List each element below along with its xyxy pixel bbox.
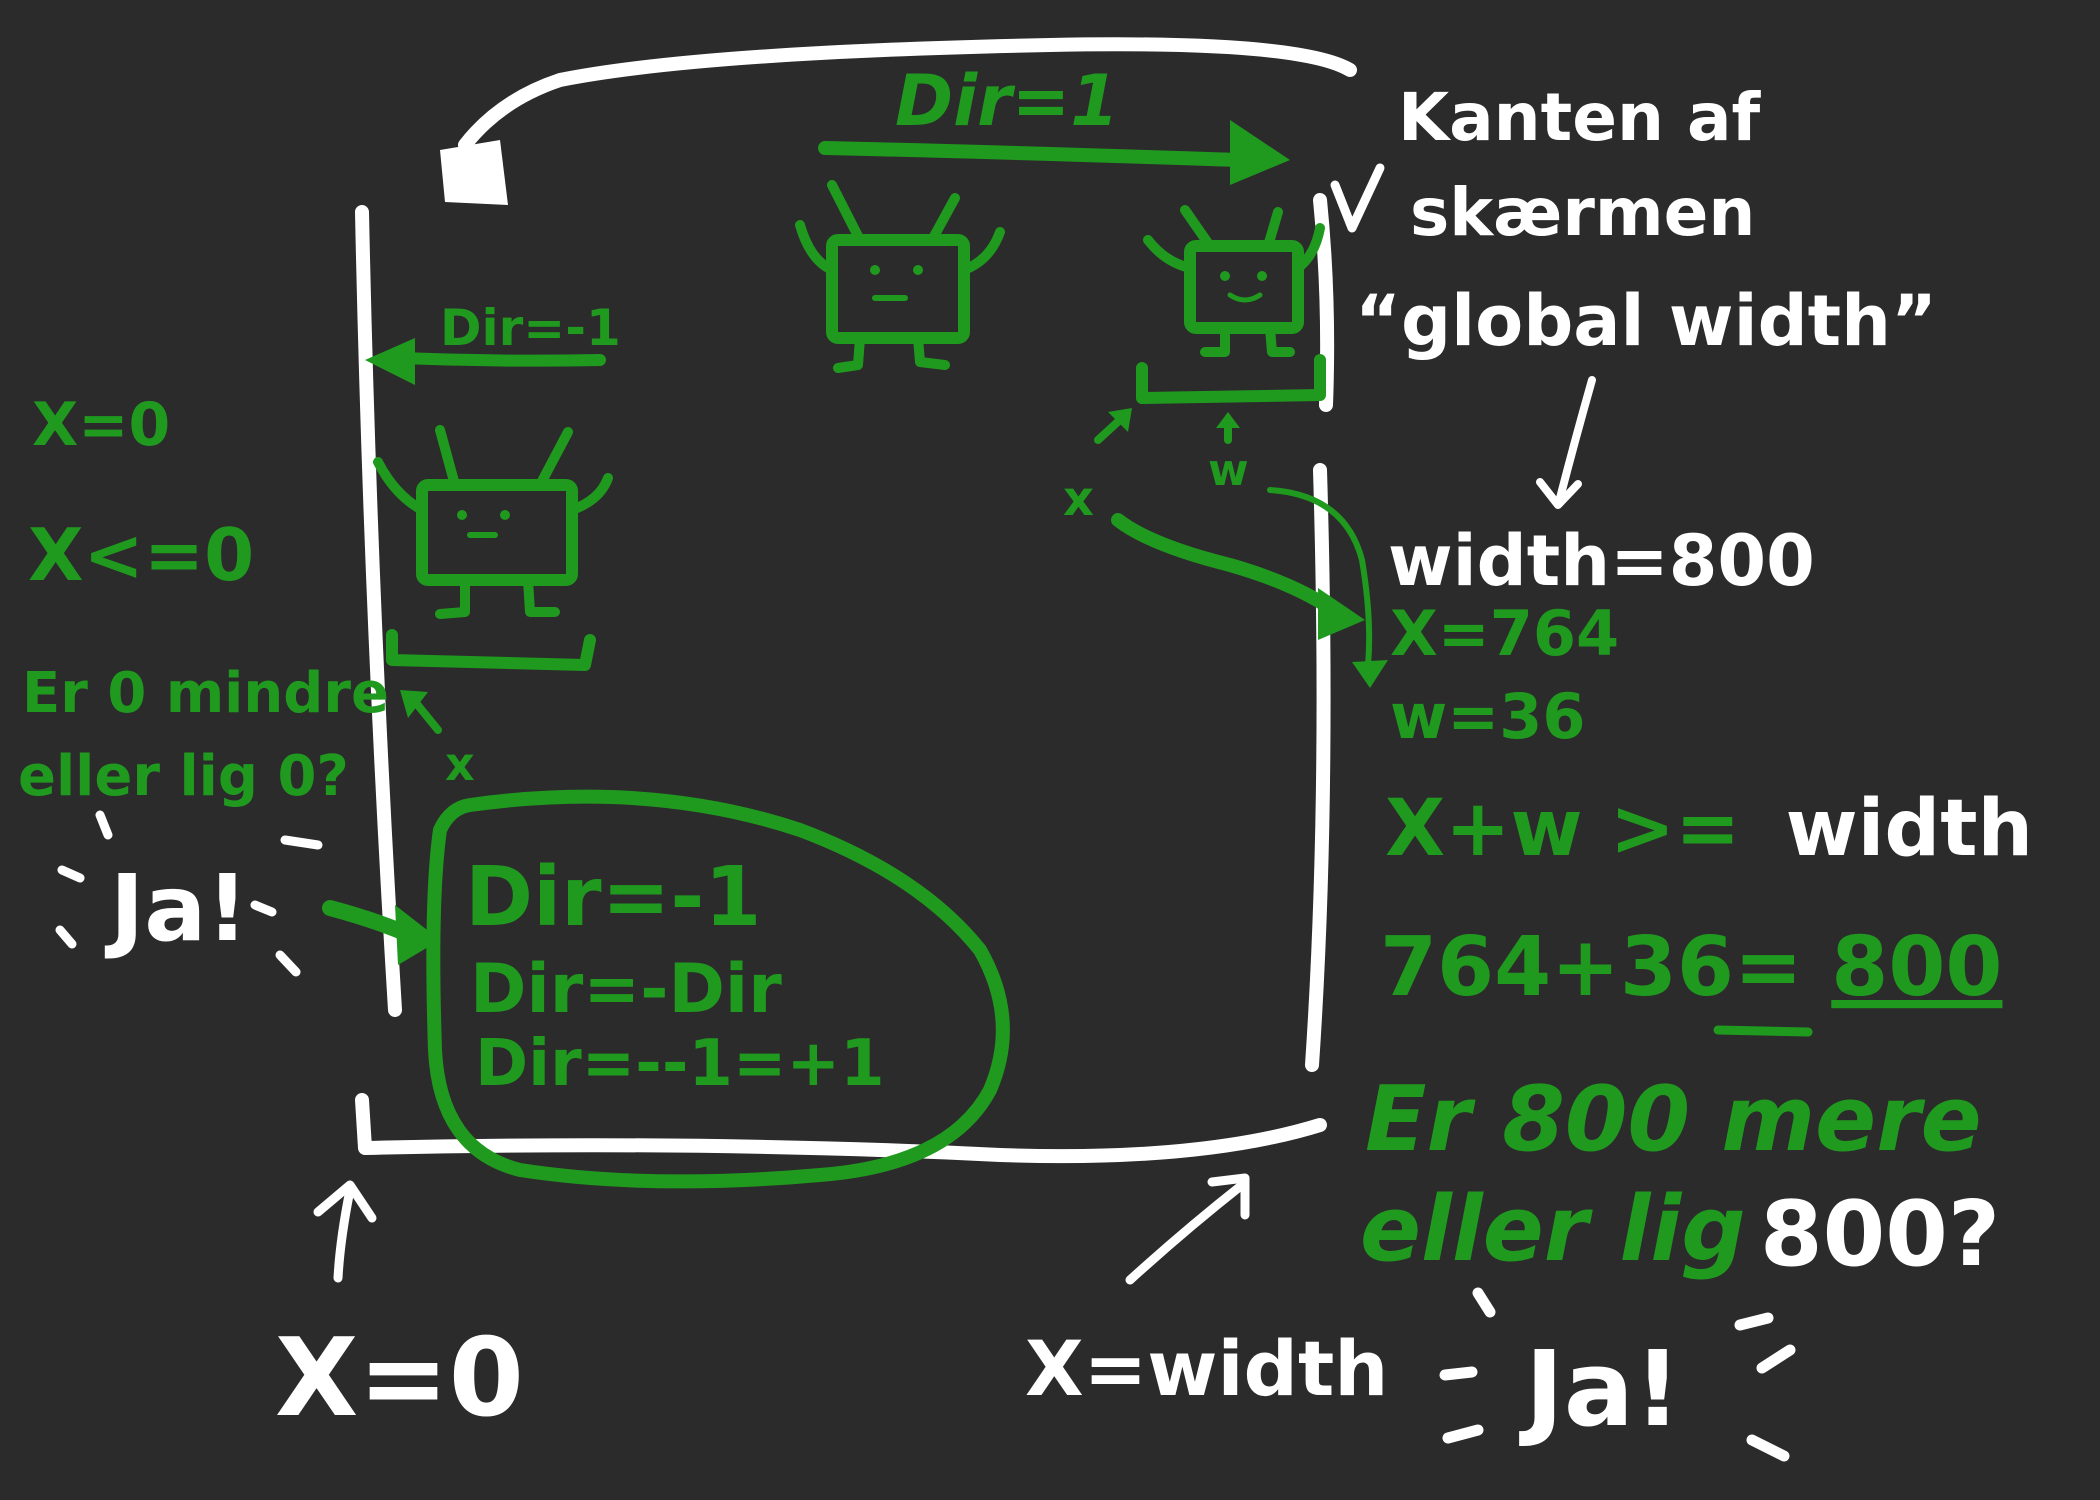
box-line1: Dir=-1 (465, 850, 761, 945)
dir-right-label: Dir=1 (895, 60, 1119, 142)
sprite-left-x-label: x (445, 737, 475, 791)
x-pointer-arrow (1111, 513, 1365, 640)
calc-result-underline (1713, 1025, 1813, 1037)
edge-label-line2: skærmen (1410, 174, 1755, 251)
sprite-right-x-label: x (1063, 471, 1094, 527)
edge-label-line3: “global width” (1355, 280, 1937, 362)
x-eq-zero-label: X=0 (32, 390, 170, 460)
wrap-around-arrow (440, 37, 1357, 205)
width-eq-label: width=800 (1388, 520, 1815, 602)
right-answer-sparkles (1439, 1287, 1796, 1462)
right-answer: Ja! (1519, 1328, 1681, 1450)
left-answer-sparkles (55, 810, 323, 977)
sprite-right-w-label: w (1208, 445, 1249, 496)
x-zero-bottom-label: X=0 (275, 1316, 524, 1441)
direction-rule-box (426, 789, 1010, 1189)
dir-left-arrow (365, 338, 606, 385)
calc-prefix: 764+36= (1380, 920, 1803, 1015)
edge-check-mark (1330, 163, 1385, 233)
box-line3: Dir=--1=+1 (475, 1027, 885, 1101)
right-question-value: 800? (1760, 1182, 2000, 1287)
x-width-arrow (1125, 1173, 1250, 1285)
condition-line: X+w >= width (1385, 784, 2033, 874)
w-pointer-arrow (1267, 487, 1388, 688)
calc-line: 764+36= 800 (1380, 920, 2002, 1015)
x-le-zero-label: X<=0 (28, 513, 254, 597)
left-answer: Ja! (104, 855, 248, 962)
dir-left-label: Dir=-1 (440, 299, 621, 357)
x-value-label: X=764 (1390, 597, 1619, 670)
edge-label-line1: Kanten af (1398, 79, 1761, 156)
sprite-right-x-arrow (1094, 408, 1132, 444)
sprite-right-w-arrow (1216, 412, 1240, 444)
left-question-line1: Er 0 mindre (22, 661, 389, 726)
w-value-label: w=36 (1390, 680, 1586, 753)
condition-width: width (1786, 784, 2033, 874)
left-question-line2: eller lig 0? (18, 744, 349, 809)
right-question-line2: eller lig (1360, 1177, 1746, 1282)
sprite-left-x-arrow (400, 690, 442, 734)
right-question-line1: Er 800 mere (1365, 1067, 1982, 1172)
x-width-bottom-label: X=width (1025, 1324, 1388, 1413)
condition-expression: X+w >= (1385, 784, 1740, 874)
left-answer-arrow (322, 900, 440, 965)
global-width-arrow (1536, 376, 1596, 509)
x-zero-arrow (313, 1180, 377, 1283)
sprite-top-right (1136, 205, 1326, 404)
sprite-top-middle (795, 180, 1005, 373)
calc-result: 800 (1831, 920, 2002, 1015)
dir-right-arrow (818, 120, 1290, 185)
box-line2: Dir=-Dir (470, 950, 782, 1029)
sprite-left (373, 425, 613, 671)
